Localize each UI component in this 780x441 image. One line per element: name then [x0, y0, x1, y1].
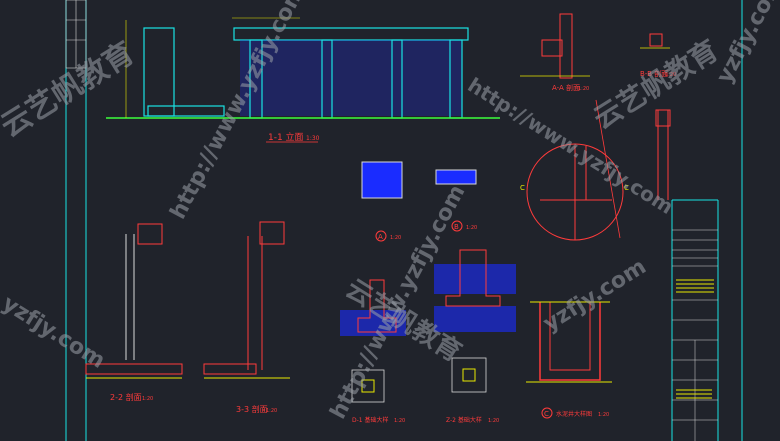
- section-z-2-title: Z-2 基础大样: [446, 416, 482, 424]
- section-1-1-title: 1-1 立面: [268, 131, 304, 143]
- title-block-text-lines: [676, 279, 714, 399]
- section-b-b-scale: 1:20: [665, 72, 676, 78]
- section-a-a-title: A-A 剖面: [552, 83, 580, 92]
- detail-a-scale: 1:20: [390, 235, 401, 241]
- detail-b-scale: 1:20: [466, 225, 477, 231]
- bench: [147, 105, 225, 117]
- section-2-2-left-scale: 1:20: [142, 396, 153, 402]
- detail-c-marker: C: [544, 410, 549, 418]
- section-d-1-scale: 1:20: [394, 418, 405, 424]
- section-d-1: D-1 基础大样 1:20: [340, 279, 406, 424]
- section-z-2-scale: 1:20: [488, 418, 499, 424]
- detail-c-title: 水泥井大样图: [556, 410, 592, 418]
- section-a-a-scale: 1:20: [578, 86, 589, 92]
- left-strip-block: [65, 0, 87, 69]
- detail-a-marker: A: [378, 233, 383, 241]
- section-3-3: 3-3 剖面 1:20: [203, 221, 290, 414]
- section-2-2-left-title: 2-2 剖面: [110, 392, 142, 402]
- section-z-2: Z-2 基础大样 1:20: [434, 249, 516, 424]
- c-letter-left: C: [520, 184, 525, 192]
- section-a-a: A-A 剖面 1:20: [520, 13, 590, 92]
- section-3-3-title: 3-3 剖面: [236, 404, 268, 414]
- section-2-2-left: 2-2 剖面 1:20: [85, 223, 183, 402]
- c-letter-right: C: [624, 184, 629, 192]
- section-d-1-title: D-1 基础大样: [352, 416, 389, 424]
- water-well-detail: C 水泥井大样图 1:20: [526, 301, 612, 419]
- title-block: [672, 229, 718, 441]
- detail-a: A 1:20: [361, 161, 403, 242]
- pergola-beam: [233, 27, 469, 41]
- right-wall-detail: [655, 109, 671, 200]
- detail-a-block: [361, 161, 403, 199]
- detail-b-block: [435, 169, 477, 185]
- section-1-1-scale: 1:30: [306, 135, 320, 142]
- section-b-b: B-B 剖面 1:20: [640, 33, 676, 78]
- section-3-3-scale: 1:20: [266, 408, 277, 414]
- section-b-b-title: B-B 剖面: [640, 69, 668, 78]
- elevation-1-1: 1-1 立面 1:30: [106, 17, 500, 143]
- detail-c-callout: C C: [520, 99, 629, 241]
- pergola-infill: [240, 40, 462, 116]
- detail-b-marker: B: [454, 223, 459, 231]
- detail-c-scale: 1:20: [598, 412, 609, 418]
- detail-b: B 1:20: [435, 169, 477, 232]
